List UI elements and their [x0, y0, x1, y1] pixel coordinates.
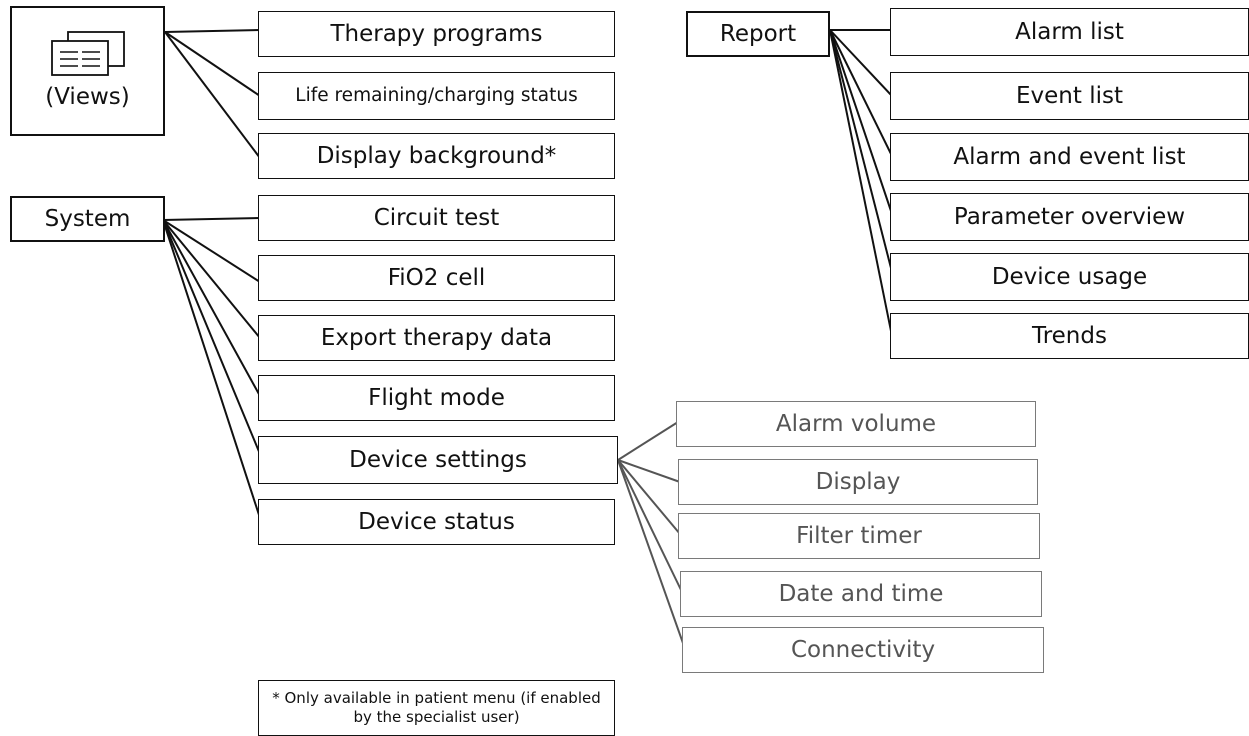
menu-item-event-list[interactable]: Event list	[890, 72, 1249, 120]
submenu-item-filter-timer[interactable]: Filter timer	[678, 513, 1040, 559]
menu-item-device-usage[interactable]: Device usage	[890, 253, 1249, 301]
menu-item-parameter-overview[interactable]: Parameter overview	[890, 193, 1249, 241]
menu-item-therapy-programs[interactable]: Therapy programs	[258, 11, 615, 57]
system-menu[interactable]: System	[10, 196, 165, 242]
menu-item-circuit-test[interactable]: Circuit test	[258, 195, 615, 241]
menu-item-fio2-cell[interactable]: FiO2 cell	[258, 255, 615, 301]
submenu-item-display[interactable]: Display	[678, 459, 1038, 505]
menu-item-export-therapy-data[interactable]: Export therapy data	[258, 315, 615, 361]
footnote: * Only available in patient menu (if ena…	[258, 680, 615, 736]
menu-item-device-status[interactable]: Device status	[258, 499, 615, 545]
views-menu-label: (Views)	[45, 84, 130, 110]
menu-item-flight-mode[interactable]: Flight mode	[258, 375, 615, 421]
menu-item-alarm-list[interactable]: Alarm list	[890, 8, 1249, 56]
views-menu[interactable]: (Views)	[10, 6, 165, 136]
menu-item-display-background[interactable]: Display background*	[258, 133, 615, 179]
report-menu[interactable]: Report	[686, 11, 830, 57]
menu-item-alarm-and-event-list[interactable]: Alarm and event list	[890, 133, 1249, 181]
menu-item-life-remaining[interactable]: Life remaining/charging status	[258, 72, 615, 120]
menu-item-trends[interactable]: Trends	[890, 313, 1249, 359]
submenu-item-date-and-time[interactable]: Date and time	[680, 571, 1042, 617]
submenu-item-connectivity[interactable]: Connectivity	[682, 627, 1044, 673]
submenu-item-alarm-volume[interactable]: Alarm volume	[676, 401, 1036, 447]
menu-item-device-settings[interactable]: Device settings	[258, 436, 618, 484]
views-icon	[50, 31, 125, 76]
